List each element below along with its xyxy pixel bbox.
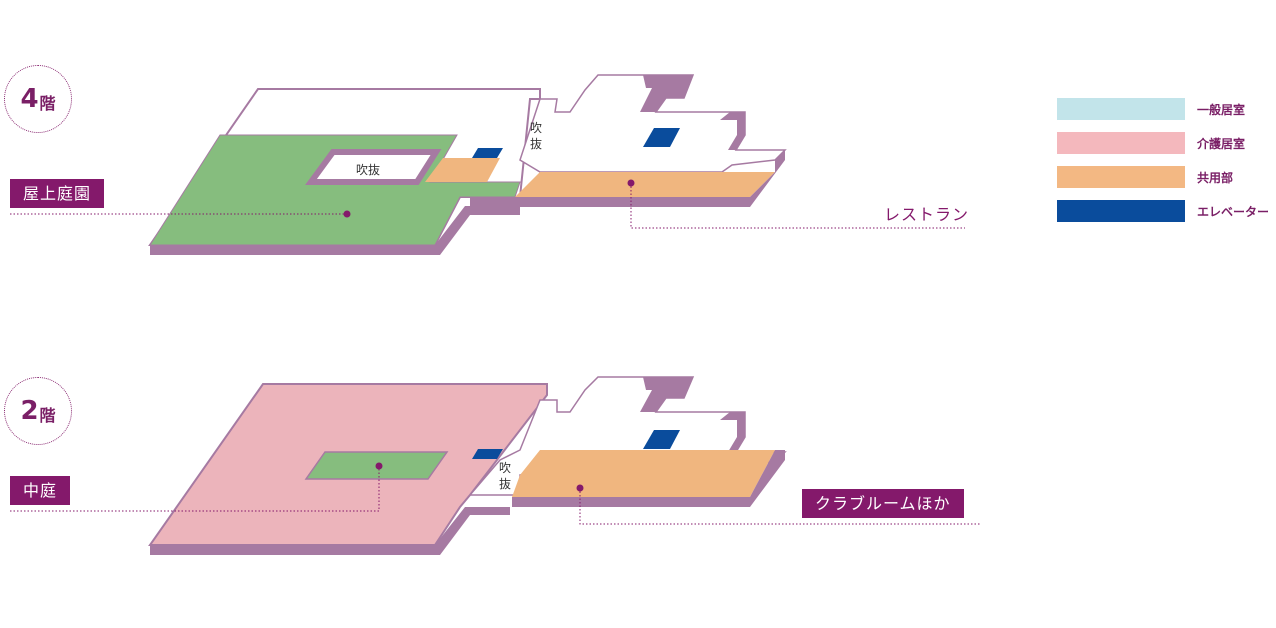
leader-dot-courtyard [375,462,383,470]
elevator [643,430,680,449]
east-wing-wall [640,75,693,112]
floor-unit: 階 [39,94,56,113]
east-slab-edge [470,150,785,207]
void-side-label-top: 吹 [530,121,542,135]
legend-label: 一般居室 [1197,103,1246,117]
east-wing-wall [720,412,745,452]
leader-line-restaurant [630,183,965,229]
leader-line-clubroom [579,488,980,525]
clubroom-area [512,450,775,497]
label-roof-garden: 屋上庭園 [10,179,105,208]
floor-plan-4f: 吹抜 吹 抜 [10,74,965,255]
east-slab-edge [512,450,785,507]
label-restaurant: レストラン [884,205,970,224]
void-side-label-bottom: 抜 [499,477,511,491]
floor-plan-2f: 吹 抜 [10,376,980,555]
east-wing-wall [720,112,745,150]
common-area-corridor [425,158,500,182]
legend-swatch [1057,166,1185,188]
legend-label: 介護居室 [1197,137,1246,151]
void-side-label-bottom: 抜 [530,137,542,151]
leader-dot-clubroom [576,484,584,492]
floor-number: 4 [20,84,39,114]
legend-swatch [1057,132,1185,154]
leader-line-courtyard [10,466,380,512]
void-side-label-top: 吹 [499,461,511,475]
legend-label: 共用部 [1197,171,1234,185]
legend-swatch [1057,98,1185,120]
floor-unit: 階 [39,406,56,425]
restaurant-area [515,172,775,197]
east-wing-wall [640,377,693,412]
label-clubroom: クラブルームほか [802,489,964,518]
elevator [472,148,503,158]
label-courtyard: 中庭 [10,476,71,505]
void-center-label: 吹抜 [356,163,380,177]
elevator [472,449,503,459]
leader-dot-garden [343,210,351,218]
legend-label: エレベーター [1197,205,1270,219]
legend-swatch [1057,200,1185,222]
void-center [305,149,442,185]
leader-dot-restaurant [627,179,635,187]
floor-number: 2 [20,396,39,426]
elevator [643,128,680,147]
